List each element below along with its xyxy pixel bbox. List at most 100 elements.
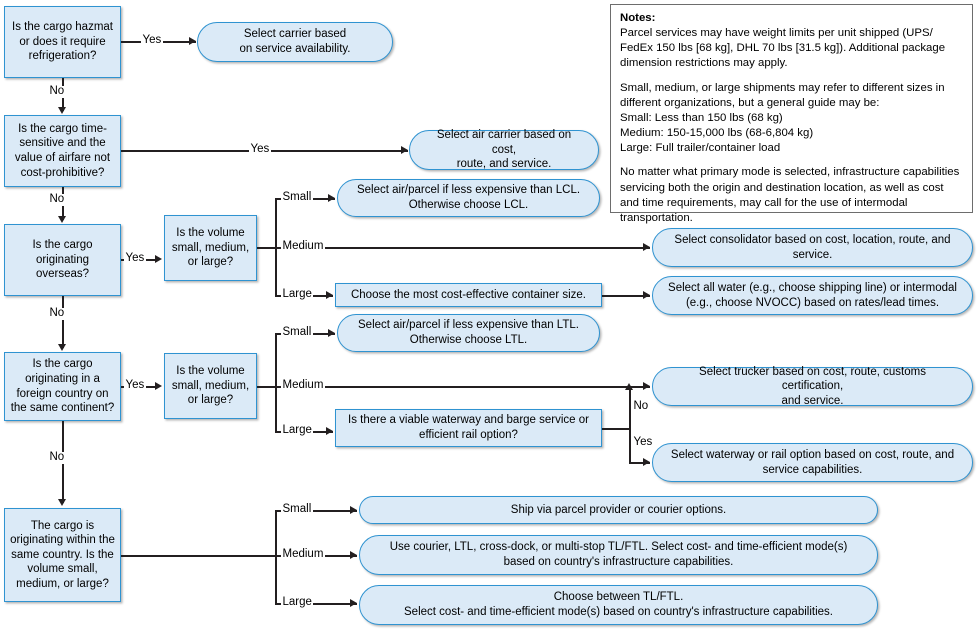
node-domestic-medium-action-label: Use courier, LTL, cross-dock, or multi-s… [389, 541, 848, 568]
edge-overseas-volume-trunk [257, 247, 277, 249]
edge-waterway-out-line [602, 428, 631, 430]
edge-continent-medium-line [275, 386, 631, 388]
edge-overseas-medium-arrow [643, 243, 650, 251]
edge-label-waterway-no: No [632, 400, 650, 413]
node-continent-volume[interactable]: Is the volume small, medium, or large? [164, 353, 257, 419]
edge-waterway-yes-line [629, 462, 650, 464]
node-continent-volume-label: Is the volume small, medium, or large? [171, 365, 250, 407]
edge-domestic-small-line [275, 510, 357, 512]
node-select-carrier-availability[interactable]: Select carrier based on service availabi… [197, 22, 393, 62]
edge-container-to-water-arrow [643, 291, 650, 299]
edge-domestic-medium-arrow [350, 551, 357, 559]
edge-continent-yes-arrow [155, 382, 162, 390]
node-continent-small-action[interactable]: Select air/parcel if less expensive than… [337, 314, 600, 352]
node-overseas-small-action[interactable]: Select air/parcel if less expensive than… [337, 179, 600, 217]
edge-label-domestic-small: Small [281, 503, 313, 516]
edge-continent-large-arrow [326, 427, 333, 435]
notes-text-1: Parcel services may have weight limits p… [620, 27, 946, 70]
edge-continent-small-arrow [328, 329, 335, 337]
node-overseas-medium-action-label: Select consolidator based on cost, locat… [674, 233, 951, 261]
edge-label-continent-small: Small [281, 326, 313, 339]
edge-waterway-no-arrow [625, 383, 633, 390]
node-overseas-decision-label: Is the cargo originating overseas? [32, 239, 93, 281]
node-domestic-small-action[interactable]: Ship via parcel provider or courier opti… [359, 496, 878, 524]
edge-label-overseas-no: No [48, 307, 66, 320]
edge-label-continent-medium: Medium [281, 379, 325, 392]
edge-waterway-bus [629, 388, 631, 463]
notes-paragraph-2: Small, medium, or large shipments may re… [620, 81, 945, 155]
edge-time-yes-arrow [401, 146, 408, 154]
edge-domestic-bus [275, 510, 277, 604]
node-continent-trucker[interactable]: Select trucker based on cost, route, cus… [652, 365, 973, 407]
node-waterway-decision[interactable]: Is there a viable waterway and barge ser… [335, 409, 602, 447]
edge-label-overseas-large: Large [281, 288, 314, 301]
edge-container-to-water-line [602, 295, 650, 297]
edge-domestic-large-line [275, 603, 357, 605]
node-domestic-large-action[interactable]: Choose between TL/FTL. Select cost- and … [359, 585, 878, 625]
edge-overseas-medium-line [275, 247, 650, 249]
edge-continent-medium-arrow [643, 382, 650, 390]
node-domestic-decision-label: The cargo is originating within the same… [10, 519, 115, 590]
node-overseas-container-size-label: Choose the most cost-effective container… [350, 288, 586, 301]
edge-label-continent-no: No [48, 451, 66, 464]
node-overseas-medium-action[interactable]: Select consolidator based on cost, locat… [652, 228, 973, 267]
edge-continent-no-arrow [58, 499, 66, 506]
node-overseas-volume-label: Is the volume small, medium, or large? [171, 227, 250, 269]
node-select-air-carrier-label: Select air carrier based on cost, route,… [436, 129, 572, 171]
node-domestic-large-action-label: Choose between TL/FTL. Select cost- and … [404, 591, 833, 618]
node-domestic-decision[interactable]: The cargo is originating within the same… [4, 508, 121, 602]
node-continent-decision-label: Is the cargo originating in a foreign co… [10, 358, 115, 415]
notes-title: Notes: [620, 12, 656, 24]
edge-overseas-no-line [62, 296, 64, 348]
node-waterway-rail-action-label: Select waterway or rail option based on … [670, 448, 955, 476]
edge-continent-medium-join [631, 386, 650, 388]
node-domestic-small-action-label: Ship via parcel provider or courier opti… [510, 503, 727, 516]
node-continent-decision[interactable]: Is the cargo originating in a foreign co… [4, 352, 121, 421]
node-time-sensitive-decision-label: Is the cargo time- sensitive and the val… [14, 122, 111, 179]
node-overseas-decision[interactable]: Is the cargo originating overseas? [4, 224, 121, 296]
edge-overseas-small-arrow [328, 194, 335, 202]
edge-label-overseas-yes: Yes [124, 252, 146, 265]
edge-domestic-trunk [121, 555, 276, 557]
node-domestic-medium-action[interactable]: Use courier, LTL, cross-dock, or multi-s… [359, 535, 878, 575]
node-overseas-volume[interactable]: Is the volume small, medium, or large? [164, 215, 257, 281]
node-continent-trucker-label: Select trucker based on cost, route, cus… [699, 365, 926, 407]
edge-label-waterway-yes: Yes [632, 436, 654, 449]
edge-label-continent-yes: Yes [124, 379, 146, 392]
edge-label-overseas-medium: Medium [281, 240, 325, 253]
notes-paragraph-3: No matter what primary mode is selected,… [620, 166, 960, 224]
edge-label-hazmat-no: No [48, 85, 66, 98]
node-overseas-small-action-label: Select air/parcel if less expensive than… [356, 184, 581, 211]
node-overseas-container-size[interactable]: Choose the most cost-effective container… [335, 283, 602, 307]
node-hazmat-decision-label: Is the cargo hazmat or does it require r… [12, 21, 113, 63]
edge-label-domestic-large: Large [281, 596, 314, 609]
node-continent-small-action-label: Select air/parcel if less expensive than… [358, 319, 579, 346]
edge-hazmat-yes-arrow [189, 37, 196, 45]
edge-label-domestic-medium: Medium [281, 548, 325, 561]
edge-domestic-small-arrow [350, 506, 357, 514]
node-waterway-decision-label: Is there a viable waterway and barge ser… [348, 414, 589, 441]
edge-label-continent-large: Large [281, 424, 314, 437]
node-select-air-carrier[interactable]: Select air carrier based on cost, route,… [409, 129, 599, 171]
edge-label-hazmat-yes: Yes [141, 34, 163, 47]
edge-time-no-arrow [58, 216, 66, 223]
edge-continent-volume-bus [275, 333, 277, 433]
edge-label-overseas-small: Small [281, 191, 313, 204]
edge-label-time-yes: Yes [249, 143, 271, 156]
node-overseas-all-water[interactable]: Select all water (e.g., choose shipping … [652, 276, 973, 315]
edge-overseas-yes-arrow [155, 255, 162, 263]
notes-paragraph-1: Notes: Parcel services may have weight li… [620, 11, 963, 72]
edge-waterway-yes-arrow [643, 458, 650, 466]
node-hazmat-decision[interactable]: Is the cargo hazmat or does it require r… [4, 6, 121, 78]
node-waterway-rail-action[interactable]: Select waterway or rail option based on … [652, 443, 973, 482]
edge-domestic-large-arrow [350, 599, 357, 607]
node-select-carrier-availability-label: Select carrier based on service availabi… [239, 28, 351, 55]
node-overseas-all-water-label: Select all water (e.g., choose shipping … [668, 281, 957, 309]
edge-continent-volume-trunk [257, 386, 277, 388]
node-time-sensitive-decision[interactable]: Is the cargo time- sensitive and the val… [4, 115, 121, 187]
edge-hazmat-no-arrow [58, 107, 66, 114]
edge-overseas-large-arrow [326, 291, 333, 299]
notes-panel: Notes: Parcel services may have weight li… [610, 4, 973, 224]
edge-overseas-no-arrow [58, 344, 66, 351]
